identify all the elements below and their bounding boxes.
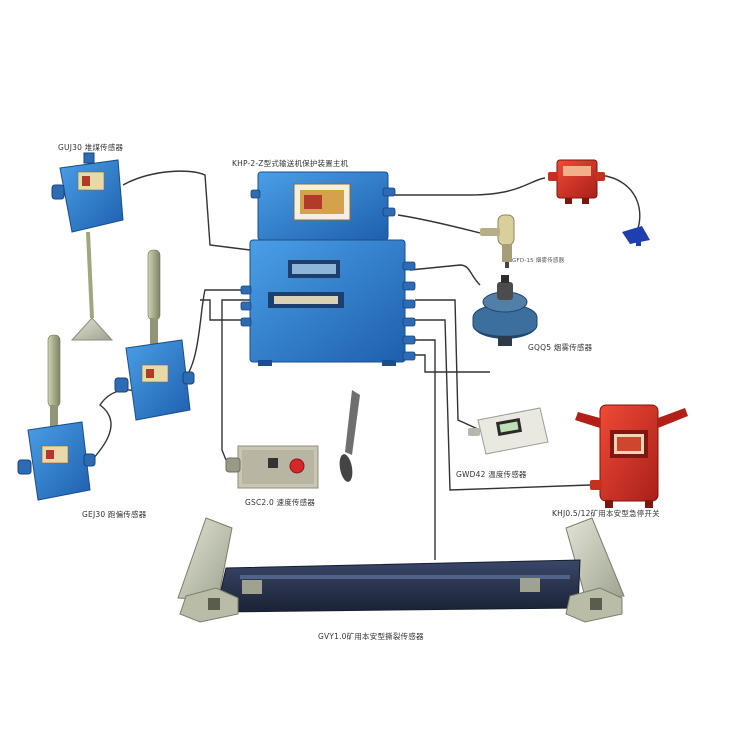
tear-sensor-plate xyxy=(177,517,625,623)
label-mini-sensor: GFD-15 烟雾传感器 xyxy=(512,258,565,264)
label-tear-sensor: GVY1.0矿用本安型撕裂传感器 xyxy=(318,632,424,641)
emergency-stop-switch xyxy=(575,404,688,508)
cable-stop xyxy=(415,319,591,491)
label-coal-pile-sensor: GUJ30 堆煤传感器 xyxy=(58,143,124,152)
deviation-sensor-left xyxy=(17,334,96,501)
cable-extra xyxy=(415,354,490,373)
label-main-unit: KHP-2-Z型式输送机保护装置主机 xyxy=(232,159,349,168)
temperature-sensor xyxy=(468,407,549,455)
cable-smoke xyxy=(409,264,481,286)
cable-temp xyxy=(415,299,481,431)
cable-left-2 xyxy=(200,299,250,321)
cables xyxy=(91,170,641,560)
coal-pile-sensor xyxy=(51,152,124,341)
mini-sensor xyxy=(480,214,515,268)
cable-mini-sensor xyxy=(397,214,481,234)
main-control-box xyxy=(240,171,416,366)
label-speed-sensor: GSC2.0 速度传感器 xyxy=(245,498,316,507)
speed-sensor xyxy=(225,390,360,489)
smoke-sensor xyxy=(472,275,538,346)
cable-speed xyxy=(221,299,250,461)
cable-alarm-2 xyxy=(599,174,641,234)
cable-coal-pile xyxy=(122,170,251,251)
cable-alarm xyxy=(395,177,546,196)
cable-deviation-right xyxy=(184,289,250,379)
label-temperature-sensor: GWD42 温度传感器 xyxy=(456,470,527,479)
alarm-box xyxy=(548,159,650,246)
deviation-sensor-right xyxy=(114,249,195,421)
cable-tear xyxy=(415,339,436,560)
label-deviation-sensor: GEJ30 跑偏传感器 xyxy=(82,510,147,519)
label-smoke-sensor: GQQ5 烟雾传感器 xyxy=(528,343,593,352)
label-stop-switch: KHJ0.5/12矿用本安型急停开关 xyxy=(552,509,660,518)
